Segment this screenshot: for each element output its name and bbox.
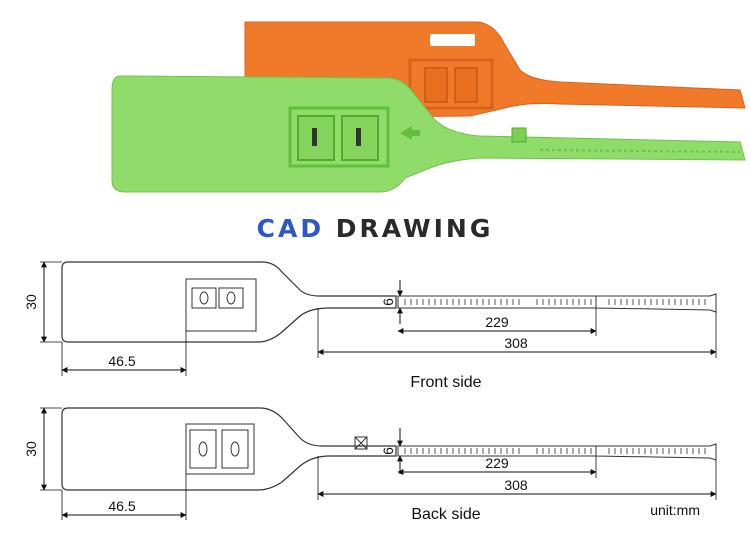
front-side-caption: Front side [410,374,481,391]
title-part-drawing: DRAWING [335,214,494,243]
back-side-drawing: 30 46.5 6 229 308 Back side unit:mm [23,407,717,523]
title-part-cad: CAD [256,214,325,243]
front-strap-width-dim: 6 [380,298,396,306]
back-strap-width-dim: 6 [380,447,396,455]
back-side-caption: Back side [411,506,480,523]
back-width-dim: 46.5 [108,498,135,514]
cad-drawing-title: CAD DRAWING [0,214,750,243]
back-height-dim: 30 [23,441,39,457]
front-height-dim: 30 [23,294,39,310]
back-total-dim: 308 [504,477,528,493]
front-strap-dim: 229 [485,314,509,330]
back-strap-dim: 229 [485,455,509,471]
front-total-dim: 308 [504,335,528,351]
green-seal [111,75,746,193]
unit-label: unit:mm [650,502,700,518]
product-photo [111,21,746,193]
front-side-drawing: 30 46.5 6 229 308 Front side [23,261,717,391]
front-width-dim: 46.5 [108,353,135,369]
